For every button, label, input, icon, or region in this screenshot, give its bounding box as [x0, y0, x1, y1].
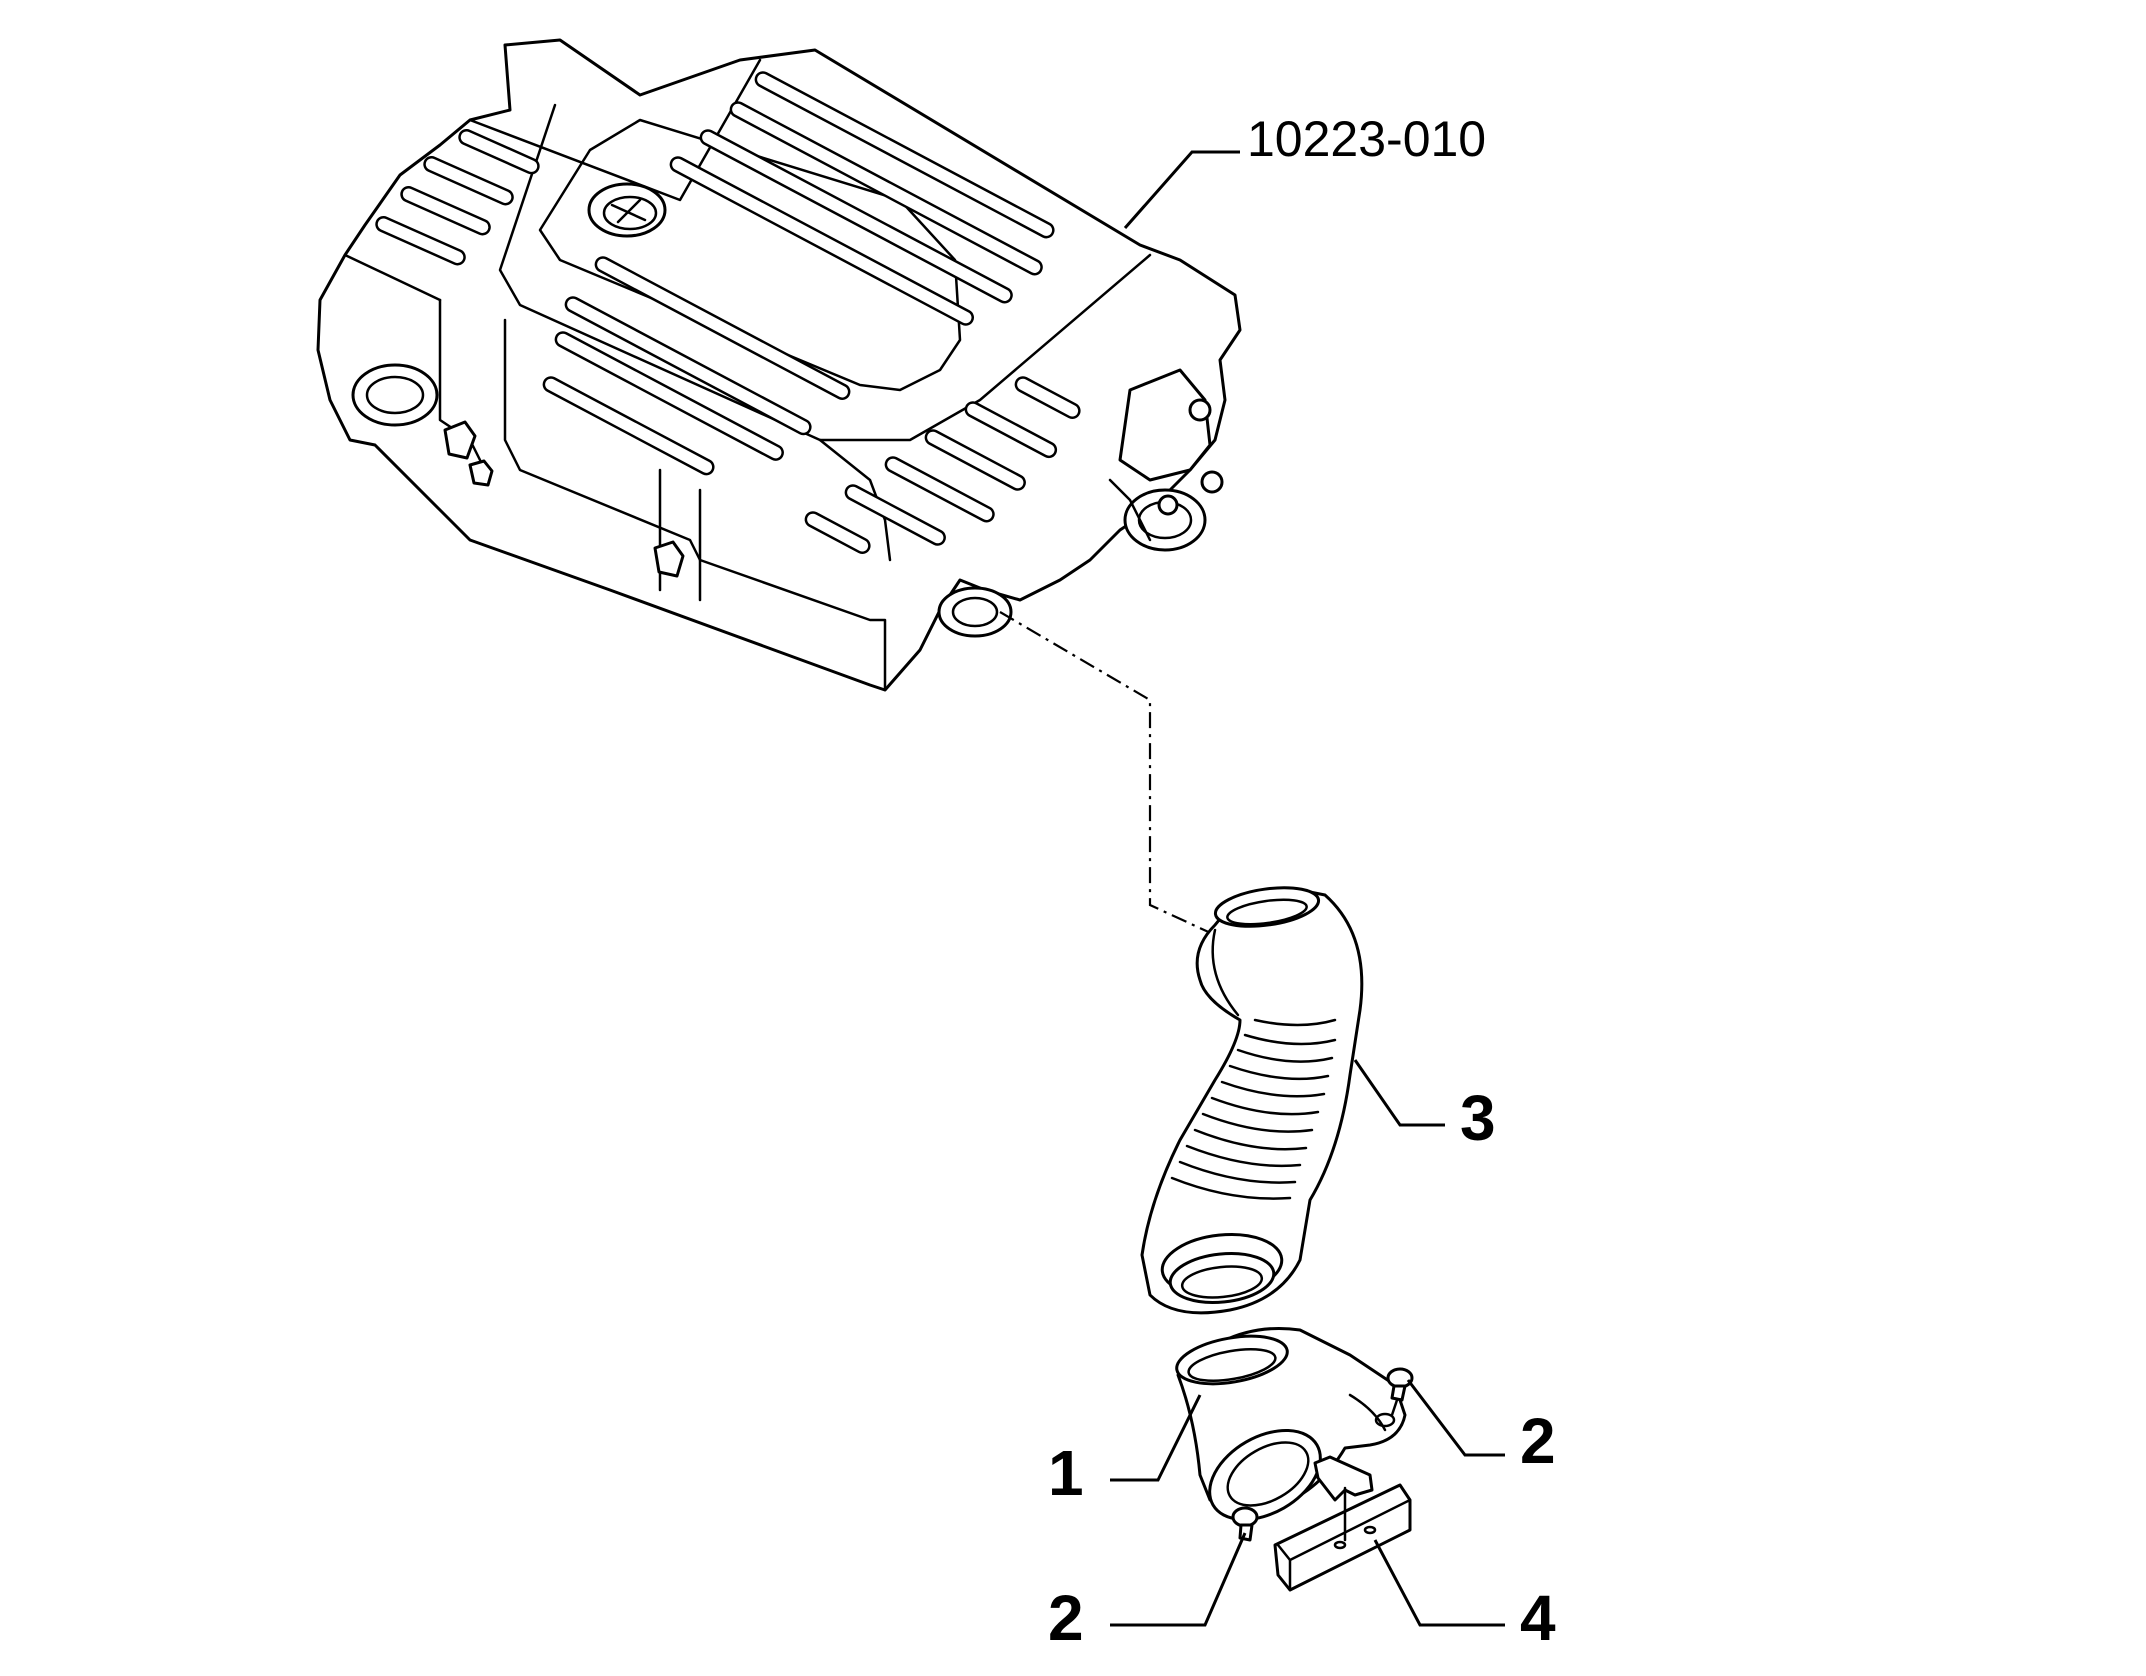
callout-screw-lower: 2	[1048, 1532, 1247, 1654]
hose-corrugations	[1170, 1018, 1337, 1200]
callout-number-2-upper: 2	[1520, 1405, 1556, 1477]
reference-code: 10223-010	[1247, 111, 1486, 167]
callout-hose: 3	[1353, 1059, 1496, 1154]
callout-number-1: 1	[1048, 1437, 1084, 1509]
callout-bracket: 4	[1373, 1539, 1556, 1654]
callout-screw-upper: 2	[1406, 1379, 1556, 1477]
cover-ribs	[375, 71, 1081, 555]
callout-number-3: 3	[1460, 1082, 1496, 1154]
mounting-bracket	[1273, 1455, 1412, 1592]
intake-hose	[1140, 886, 1364, 1315]
callout-elbow: 1	[1048, 1394, 1202, 1509]
air-filter-housing	[316, 38, 1242, 692]
screw-upper	[1386, 1367, 1414, 1417]
reference-callout: 10223-010	[1123, 111, 1486, 229]
callout-number-4: 4	[1520, 1582, 1556, 1654]
callout-number-2-lower: 2	[1048, 1582, 1084, 1654]
assembly-line	[999, 611, 1216, 936]
intake-elbow	[1175, 1326, 1407, 1522]
